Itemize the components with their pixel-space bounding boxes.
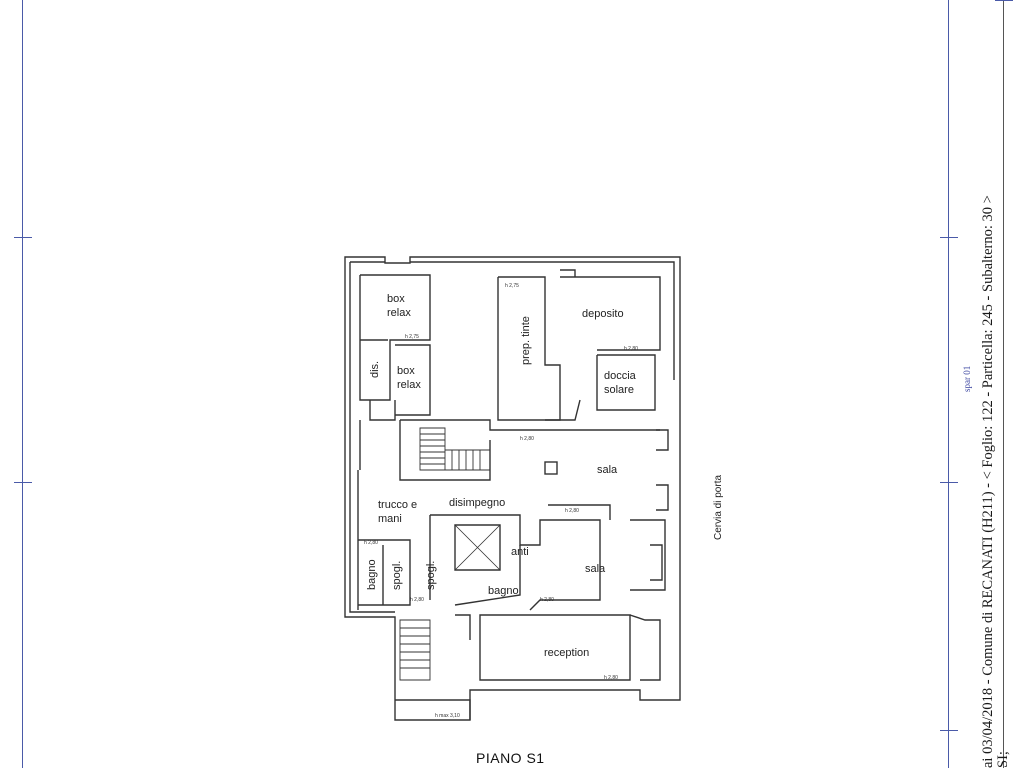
height-annotation: h 2,75 (405, 334, 419, 340)
partition-wall (656, 429, 669, 451)
partition-wall (430, 514, 601, 611)
height-annotation: h 2,80 (540, 597, 554, 603)
frame-tick (14, 482, 32, 483)
outer-wall (344, 256, 681, 721)
room-label-line: mani (378, 513, 402, 525)
partition-wall (629, 614, 661, 681)
height-annotation: h 2,80 (604, 675, 618, 681)
partition-wall (454, 524, 501, 571)
room-label-deposito: deposito (582, 308, 624, 320)
street-label: Cervia di porta (713, 474, 724, 540)
height-annotation: h 2,80 (364, 540, 378, 546)
partition-wall (548, 504, 611, 520)
room-label-spogl-1: spogl. (391, 560, 403, 590)
partition-wall (497, 276, 561, 421)
frame-tick (940, 730, 958, 731)
frame-tick (940, 237, 958, 238)
room-label-line: relax (387, 307, 411, 319)
room-label-anti: anti (511, 546, 529, 558)
frame-tick (940, 482, 958, 483)
frame-left-line (22, 0, 23, 768)
room-label-prep-tinte: prep. tinte (520, 316, 532, 365)
room-label-disimpegno: disimpegno (449, 497, 506, 509)
partition-wall (596, 354, 656, 411)
height-annotation: h 2,75 (505, 283, 519, 289)
partition-wall (454, 545, 521, 606)
stair (400, 627, 430, 669)
partition-wall (560, 276, 661, 351)
height-annotation: h 2,80 (520, 436, 534, 442)
frame-tick (14, 237, 32, 238)
room-label-line: box (387, 293, 405, 305)
partition-wall (400, 419, 660, 431)
partition-wall (369, 400, 396, 421)
height-annotation: h 2,80 (565, 508, 579, 514)
room-label-trucco-mani: trucco e mani (378, 498, 417, 526)
outer-wall-inner (349, 261, 675, 613)
room-label-sala-2: sala (585, 563, 606, 575)
partition-wall (455, 614, 471, 640)
partition-wall (656, 484, 669, 511)
height-annotation: h 2,80 (410, 597, 424, 603)
partition-wall (358, 539, 411, 606)
stair (420, 433, 445, 465)
stair (445, 449, 491, 471)
room-label-line: doccia (604, 370, 636, 382)
room-label-line: trucco e (378, 499, 418, 511)
room-label-reception: reception (544, 647, 590, 659)
partition-wall (560, 269, 576, 277)
stair (399, 619, 431, 681)
frame-outer-right-line (1003, 0, 1004, 768)
frame-tick (995, 0, 1013, 1)
pillar (544, 461, 558, 475)
partition-wall (420, 699, 471, 720)
room-label-bagno-2: bagno (488, 585, 519, 597)
partition-wall (545, 399, 581, 421)
partition-wall (630, 519, 666, 591)
room-label-line: solare (604, 384, 634, 396)
room-label-line: box (397, 365, 415, 377)
partition-wall (359, 274, 431, 401)
room-label-sala-1: sala (597, 464, 618, 476)
partition-wall (479, 614, 631, 681)
room-label-dis: dis. (369, 360, 381, 378)
room-label-box-relax-2: box relax (397, 364, 421, 392)
room-label-box-relax-1: box relax (387, 292, 411, 320)
height-annotation: h max 3,10 (435, 713, 460, 719)
plan-title: PIANO S1 (476, 750, 545, 766)
room-label-doccia-solare: doccia solare (604, 369, 636, 397)
partition-wall (395, 344, 431, 416)
room-label-spogl-2: spogl. (425, 560, 437, 590)
room-label-line: relax (397, 379, 421, 391)
partition-wall (650, 544, 663, 581)
room-label-bagno-1: bagno (366, 559, 378, 590)
frame-right-line (948, 0, 949, 768)
height-annotation: h 2,80 (624, 346, 638, 352)
